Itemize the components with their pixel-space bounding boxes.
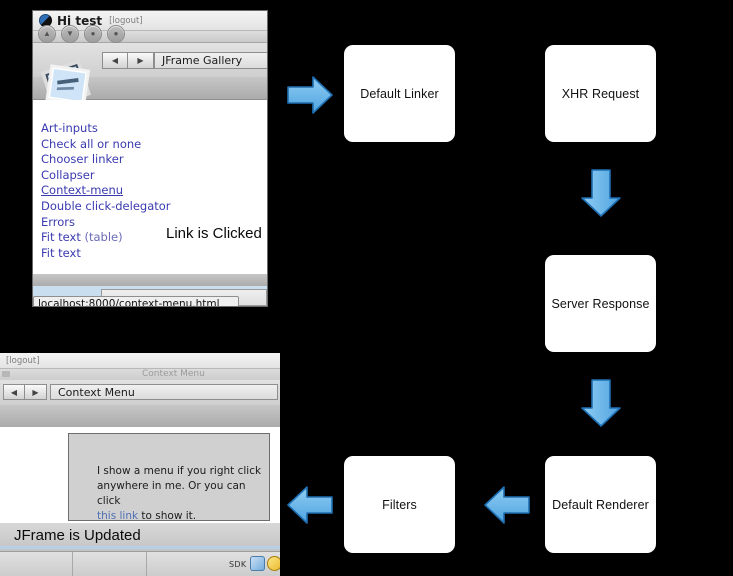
- link-label: Fit text: [41, 245, 81, 260]
- gallery-app-icon: [40, 59, 92, 108]
- taskbar[interactable]: [0, 551, 280, 576]
- status-url-tooltip: localhost:8000/context-menu.html: [33, 296, 239, 306]
- flow-node-server-response[interactable]: Server Response: [545, 255, 656, 352]
- forward-button[interactable]: ▶: [25, 384, 47, 400]
- show-menu-link[interactable]: this link: [97, 510, 139, 522]
- link-label: Collapser: [41, 167, 95, 182]
- link-label: Double click-delegator: [41, 198, 171, 213]
- toolbar-button-glyph: ▼: [66, 29, 74, 38]
- link-errors[interactable]: Errors: [41, 215, 171, 231]
- window-title: Context Menu: [142, 369, 205, 379]
- link-label: Errors: [41, 214, 76, 229]
- flow-node-default-renderer[interactable]: Default Renderer: [545, 456, 656, 553]
- flow-node-label: Server Response: [551, 296, 650, 311]
- link-label: Check all or none: [41, 136, 142, 151]
- flow-node-filters[interactable]: Filters: [344, 456, 455, 553]
- link-art-inputs[interactable]: Art-inputs: [41, 121, 171, 137]
- progress-line: [0, 546, 280, 549]
- forward-button[interactable]: ▶: [128, 52, 154, 69]
- panel-text-line-1: I show a menu if you right click: [97, 465, 262, 477]
- taskbar-divider: [72, 552, 73, 576]
- panel-text-line-3: to show it.: [138, 510, 197, 522]
- page-content-area: [33, 100, 267, 274]
- navigation-row: ◀ ▶ Context Menu: [0, 380, 280, 406]
- link-fit-text-table[interactable]: Fit text (table): [41, 230, 171, 246]
- toolbar-button-2[interactable]: ▼: [62, 26, 78, 42]
- context-menu-demo-panel[interactable]: I show a menu if you right click anywher…: [68, 433, 270, 524]
- forward-icon: ▶: [32, 387, 39, 397]
- blue-app-icon[interactable]: [250, 556, 265, 571]
- back-button[interactable]: ◀: [3, 384, 25, 400]
- back-icon: ◀: [10, 387, 18, 397]
- arrow-down-icon: [581, 169, 621, 217]
- context-menu-window[interactable]: [logout] Context Menu ◀ ▶ Context Menu I…: [0, 353, 280, 576]
- toolbar-button-4[interactable]: ●: [108, 26, 124, 42]
- link-label: Art-inputs: [41, 121, 98, 135]
- toolbar-button-glyph: ▲: [43, 29, 51, 38]
- flow-node-label: Default Linker: [360, 86, 439, 101]
- arrow-left-icon: [484, 486, 530, 524]
- back-icon: ◀: [111, 56, 119, 65]
- arrow-right-icon: [287, 76, 333, 114]
- toolbar-button-glyph: ●: [113, 29, 119, 38]
- page-title: Context Menu: [58, 385, 135, 399]
- link-context-menu[interactable]: Context-menu: [41, 183, 171, 199]
- panel-paragraph: I show a menu if you right click anywher…: [69, 434, 269, 524]
- yellow-app-icon[interactable]: [267, 556, 280, 571]
- toolbar-row: ▲ ▼ ● ●: [33, 26, 267, 43]
- toolbar-spacer: [0, 405, 280, 428]
- taskbar-divider: [146, 552, 147, 576]
- toolbar-spacer: [33, 77, 267, 100]
- link-clicked-message: Link is Clicked: [166, 225, 262, 242]
- flow-node-label: Default Renderer: [552, 497, 649, 512]
- arrow-down-icon: [581, 379, 621, 427]
- nav-buttons: ◀ ▶: [102, 52, 154, 69]
- toolbar-button-1[interactable]: ▲: [39, 26, 55, 42]
- back-button[interactable]: ◀: [102, 52, 128, 69]
- link-double-click-delegator[interactable]: Double click-delegator: [41, 199, 171, 215]
- link-label: Chooser linker: [41, 152, 124, 167]
- link-collapser[interactable]: Collapser: [41, 168, 171, 184]
- logout-link[interactable]: [logout]: [109, 15, 143, 26]
- flow-node-default-linker[interactable]: Default Linker: [344, 45, 455, 142]
- link-fit-text[interactable]: Fit text: [41, 246, 171, 262]
- logout-link[interactable]: [logout]: [6, 355, 40, 366]
- jframe-gallery-window[interactable]: Hi test [logout] ▲ ▼ ● ● ◀ ▶ JFrame Gall…: [33, 11, 267, 306]
- flow-node-label: Filters: [382, 497, 417, 512]
- page-title-field[interactable]: Context Menu: [50, 384, 278, 400]
- window-footer-strip: [33, 274, 267, 286]
- user-avatar-icon: [39, 14, 52, 27]
- toolbar-button-glyph: ●: [90, 29, 96, 38]
- link-label: Fit text: [41, 230, 81, 245]
- nav-buttons: ◀ ▶: [3, 384, 47, 400]
- panel-text-line-2: anywhere in me. Or you can click: [97, 480, 246, 507]
- flow-node-xhr-request[interactable]: XHR Request: [545, 45, 656, 142]
- arrow-left-icon: [287, 486, 333, 524]
- window-title-left-glyph: [2, 371, 10, 377]
- link-chooser-linker[interactable]: Chooser linker: [41, 152, 171, 168]
- link-check-all-or-none[interactable]: Check all or none: [41, 137, 171, 153]
- page-title: JFrame Gallery: [162, 54, 243, 67]
- greeting-label: Hi test: [57, 13, 103, 28]
- link-note: (table): [84, 230, 123, 245]
- update-message: JFrame is Updated: [14, 527, 141, 544]
- demo-links-list: Art-inputs Check all or none Chooser lin…: [41, 121, 171, 261]
- page-title-field[interactable]: JFrame Gallery: [154, 52, 267, 69]
- forward-icon: ▶: [137, 56, 144, 65]
- account-bar: [logout]: [0, 353, 280, 369]
- flow-node-label: XHR Request: [561, 86, 640, 101]
- link-label: Context-menu: [41, 183, 124, 198]
- toolbar-button-3[interactable]: ●: [85, 26, 101, 42]
- sdk-label: SDK: [229, 560, 247, 569]
